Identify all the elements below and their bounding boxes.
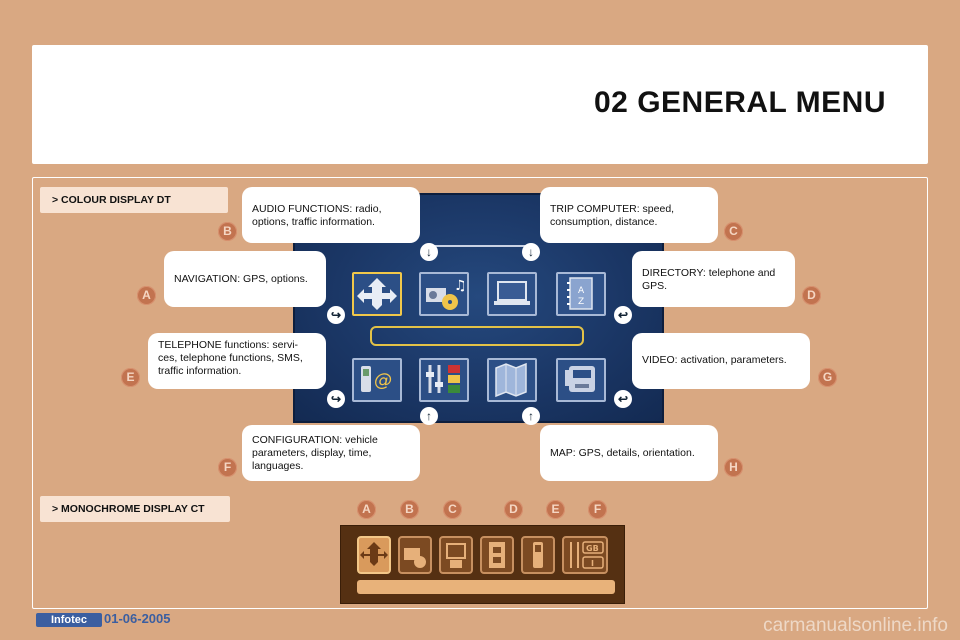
page-title: 02 GENERAL MENU (593, 86, 886, 119)
arrow-up-icon: ↑ (522, 407, 540, 425)
connector-line (430, 245, 530, 247)
badge-g: G (818, 368, 837, 387)
mono-badge-c: C (443, 500, 462, 519)
arrow-up-icon: ↑ (420, 407, 438, 425)
monochrome-display-label: > MONOCHROME DISPLAY CT (40, 496, 230, 522)
badge-a: A (137, 286, 156, 305)
svg-text:A: A (578, 286, 585, 296)
mono-badge-d: D (504, 500, 523, 519)
audio-icon (404, 548, 426, 568)
callout-audio: AUDIO FUNCTIONS: radio, options, traffic… (242, 187, 420, 243)
badge-b: B (218, 222, 237, 241)
colour-display-label: > COLOUR DISPLAY DT (40, 187, 228, 213)
map-icon (495, 362, 527, 398)
arrow-left-icon: ↩ (614, 390, 632, 408)
trip-computer-icon (446, 543, 466, 568)
telephone-tile[interactable]: @ (352, 358, 402, 402)
badge-e: E (121, 368, 140, 387)
arrow-down-icon: ↓ (522, 243, 540, 261)
telephone-icon: @ (361, 366, 392, 392)
callout-telephone: TELEPHONE functions: servi-ces, telephon… (148, 333, 326, 389)
directory-icon (489, 542, 505, 568)
callout-directory: DIRECTORY: telephone and GPS. (632, 251, 795, 307)
callout-map: MAP: GPS, details, orientation. (540, 425, 718, 481)
configuration-icon: GB I (570, 541, 604, 569)
arrow-right-icon: ↪ (327, 306, 345, 324)
mono-navigation-tile[interactable] (357, 536, 391, 574)
mono-audio-tile[interactable] (398, 536, 432, 574)
navigation-tile[interactable] (352, 272, 402, 316)
mono-directory-tile[interactable] (480, 536, 514, 574)
mono-configuration-tile[interactable]: GB I (562, 536, 608, 574)
video-icon (565, 366, 595, 392)
mono-trip-computer-tile[interactable] (439, 536, 473, 574)
mono-telephone-tile[interactable] (521, 536, 555, 574)
audio-tile[interactable]: ♫ (419, 272, 469, 316)
arrow-right-icon: ↪ (327, 390, 345, 408)
directory-icon: A Z (567, 277, 593, 310)
svg-text:♫: ♫ (454, 278, 466, 294)
configuration-tile[interactable] (419, 358, 469, 402)
content-frame (32, 177, 928, 609)
mono-badge-e: E (546, 500, 565, 519)
svg-text:GB: GB (586, 544, 599, 553)
mono-badge-b: B (400, 500, 419, 519)
document-date: 01-06-2005 (104, 611, 171, 626)
trip-computer-icon (494, 281, 530, 305)
svg-text:Z: Z (578, 297, 584, 307)
badge-f: F (218, 458, 237, 477)
navigation-icon (360, 542, 388, 566)
configuration-icon (426, 365, 460, 393)
mono-badge-f: F (588, 500, 607, 519)
video-tile[interactable] (556, 358, 606, 402)
audio-icon: ♫ (426, 278, 466, 310)
badge-h: H (724, 458, 743, 477)
watermark: carmanualsonline.info (763, 615, 948, 636)
brand-logo: Infotec (36, 613, 102, 627)
badge-d: D (802, 286, 821, 305)
telephone-icon (533, 542, 543, 568)
callout-configuration: CONFIGURATION: vehicle parameters, displ… (242, 425, 420, 481)
arrow-down-icon: ↓ (420, 243, 438, 261)
mono-badge-a: A (357, 500, 376, 519)
callout-navigation: NAVIGATION: GPS, options. (164, 251, 326, 307)
svg-text:@: @ (374, 370, 392, 391)
svg-text:I: I (591, 559, 594, 568)
screen-status-bar (370, 326, 584, 346)
callout-trip-computer: TRIP COMPUTER: speed, consumption, dista… (540, 187, 718, 243)
mono-status-bar (357, 580, 615, 594)
arrow-left-icon: ↩ (614, 306, 632, 324)
navigation-icon (357, 278, 397, 310)
callout-video: VIDEO: activation, parameters. (632, 333, 810, 389)
map-tile[interactable] (487, 358, 537, 402)
directory-tile[interactable]: A Z (556, 272, 606, 316)
header-panel (32, 45, 928, 164)
trip-computer-tile[interactable] (487, 272, 537, 316)
badge-c: C (724, 222, 743, 241)
